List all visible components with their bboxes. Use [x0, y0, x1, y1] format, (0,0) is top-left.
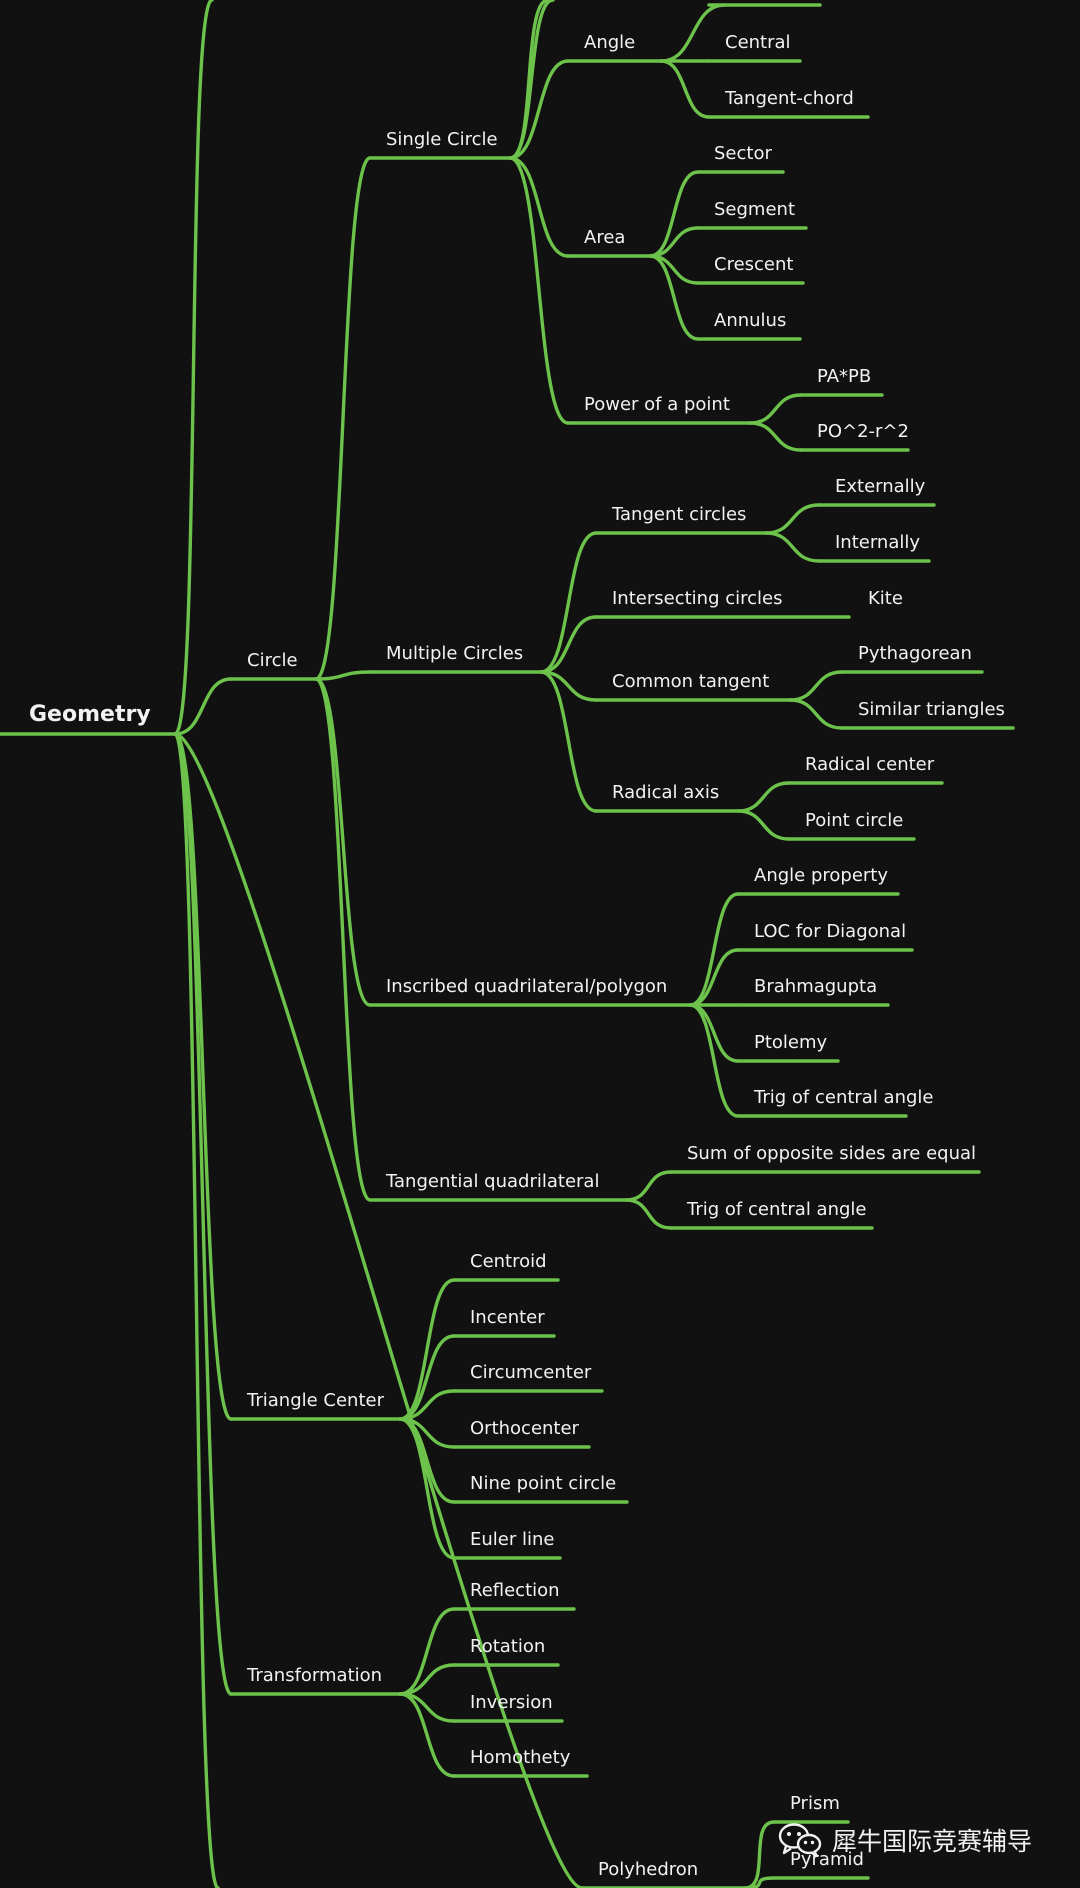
connector-single-circle-upper-branch-2: [508, 0, 550, 160]
connector-polyhedron-to-prism: [743, 1820, 776, 1888]
connector-polyhedron-to-pyramid: [743, 1876, 776, 1888]
connector-tangent-circles-to-internally: [764, 531, 821, 563]
watermark-text: 犀牛国际竞赛辅导: [832, 1827, 1033, 1856]
node-power-of-point: Power of a point: [584, 394, 730, 415]
connector-circle-to-inscribed-quad: [314, 677, 372, 1007]
node-polyhedron: Polyhedron: [598, 1859, 698, 1880]
node-area: Area: [584, 227, 625, 248]
connector-multiple-circles-to-tangent-circles: [539, 531, 598, 674]
connector-tangent-circles-to-externally: [764, 503, 821, 535]
node-sum-opposite: Sum of opposite sides are equal: [687, 1143, 976, 1164]
node-prism: Prism: [790, 1793, 840, 1814]
node-nine-point: Nine point circle: [470, 1473, 616, 1494]
connector-radical-axis-to-point-circle: [736, 809, 791, 841]
connector-circle-to-single-circle: [314, 156, 372, 681]
connector-power-of-point-to-po2-r2: [748, 421, 803, 452]
connector-common-tangent-to-pythagorean: [788, 670, 844, 702]
node-pythagorean: Pythagorean: [858, 643, 972, 664]
connector-root-to-triangle-center: [173, 732, 233, 1421]
connector-power-of-point-to-pa-pb: [748, 393, 803, 425]
node-pa-pb: PA*PB: [817, 366, 871, 387]
connector-inscribed-quad-to-trig-central-1: [688, 1003, 740, 1118]
node-circumcenter: Circumcenter: [470, 1362, 592, 1383]
node-annulus: Annulus: [714, 310, 786, 331]
connector-radical-axis-to-radical-center: [736, 781, 791, 813]
connector-area-to-annulus: [648, 254, 700, 341]
connector-single-circle-to-power-of-point: [508, 156, 570, 425]
node-sector: Sector: [714, 143, 772, 164]
connector-root-to-polyhedron: [173, 732, 584, 1888]
node-orthocenter: Orthocenter: [470, 1418, 580, 1439]
connector-circle-to-tangential-quad: [314, 677, 372, 1202]
node-central: Central: [725, 32, 791, 53]
node-trig-central-1: Trig of central angle: [753, 1087, 934, 1108]
connector-transformation-to-reflection: [398, 1607, 456, 1696]
node-internally: Internally: [835, 532, 920, 553]
connector-area-to-sector: [648, 170, 700, 258]
watermark: 犀牛国际竞赛辅导: [778, 1820, 1032, 1860]
connector-root-upper-branch: [173, 0, 214, 736]
connector-tangential-quad-to-trig-central-2: [624, 1198, 673, 1230]
connector-multiple-circles-to-common-tangent: [539, 670, 598, 702]
node-angle: Angle: [584, 32, 635, 53]
node-inversion: Inversion: [470, 1692, 553, 1713]
node-circle: Circle: [247, 650, 298, 671]
node-trig-central-2: Trig of central angle: [686, 1199, 867, 1220]
node-reflection: Reflection: [470, 1580, 560, 1601]
connector-common-tangent-to-similar-triangles: [788, 698, 844, 730]
connector-tangential-quad-to-sum-opposite: [624, 1170, 673, 1202]
node-tangent-circles: Tangent circles: [611, 504, 746, 525]
node-intersecting-circles: Intersecting circles: [612, 588, 782, 609]
node-homothety: Homothety: [470, 1747, 571, 1768]
node-multiple-circles: Multiple Circles: [386, 643, 523, 664]
connector-inscribed-quad-to-angle-property: [688, 892, 740, 1007]
connector-multiple-circles-to-radical-axis: [539, 670, 598, 813]
node-centroid: Centroid: [470, 1251, 547, 1272]
node-kite: Kite: [868, 588, 903, 609]
connector-circle-to-multiple-circles: [314, 670, 372, 681]
connector-triangle-center-to-centroid: [398, 1278, 456, 1421]
node-radical-center: Radical center: [805, 754, 935, 775]
node-root: Geometry: [29, 702, 151, 727]
node-po2-r2: PO^2-r^2: [817, 421, 909, 442]
connector-angle-to-tangent-chord: [659, 59, 711, 119]
node-triangle-center: Triangle Center: [246, 1390, 385, 1411]
node-segment: Segment: [714, 199, 795, 220]
node-inscribed-quad: Inscribed quadrilateral/polygon: [386, 976, 667, 997]
node-point-circle: Point circle: [805, 810, 903, 831]
connector-multiple-circles-to-intersecting-circles: [539, 615, 598, 674]
connector-root-to-circle: [173, 677, 233, 736]
connector-root-to-transformation: [173, 732, 233, 1696]
node-ptolemy: Ptolemy: [754, 1032, 828, 1053]
node-common-tangent: Common tangent: [612, 671, 769, 692]
node-transformation: Transformation: [246, 1665, 382, 1686]
wechat-icon: [778, 1823, 822, 1858]
connector-triangle-center-to-euler-line: [398, 1417, 456, 1560]
connector-angle-upper-branch: [659, 3, 727, 63]
node-tangential-quad: Tangential quadrilateral: [385, 1171, 599, 1192]
node-angle-property: Angle property: [754, 865, 888, 886]
connector-single-circle-to-area: [508, 156, 570, 258]
node-pyramid: Pyramid: [790, 1849, 864, 1870]
node-crescent: Crescent: [714, 254, 793, 275]
node-incenter: Incenter: [470, 1307, 545, 1328]
node-externally: Externally: [835, 476, 926, 497]
node-euler-line: Euler line: [470, 1529, 554, 1550]
connector-transformation-to-homothety: [398, 1692, 456, 1778]
mindmap-labels: Geometry Circle Single Circle Angle CentralT…: [29, 32, 1005, 1880]
node-similar-triangles: Similar triangles: [858, 699, 1005, 720]
mindmap-edges: [0, 0, 1015, 1888]
node-single-circle: Single Circle: [386, 129, 498, 150]
node-radical-axis: Radical axis: [612, 782, 719, 803]
node-loc-diagonal: LOC for Diagonal: [754, 921, 906, 942]
node-brahmagupta: Brahmagupta: [754, 976, 877, 997]
node-tangent-chord: Tangent-chord: [724, 88, 854, 109]
connector-single-circle-to-angle: [508, 59, 570, 160]
connector-inscribed-quad-to-loc-diagonal: [688, 948, 740, 1007]
node-rotation: Rotation: [470, 1636, 545, 1657]
connector-root-lower-branch: [173, 732, 220, 1888]
